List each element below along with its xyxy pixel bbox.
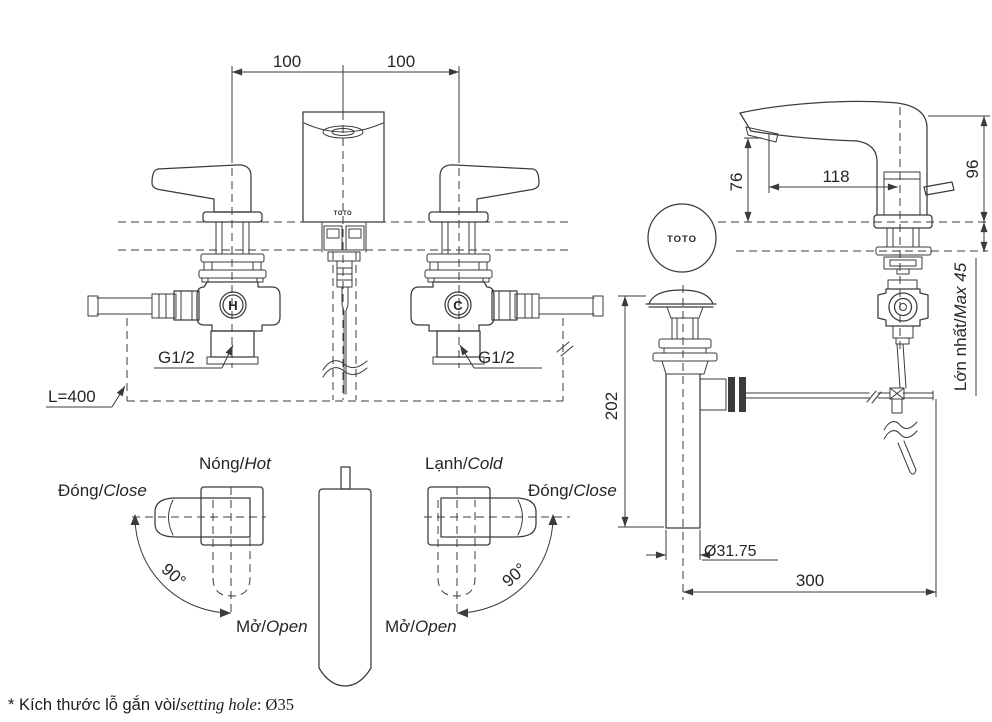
dim-100-left-label: 100	[273, 52, 301, 71]
faucet-side	[739, 100, 955, 475]
setting-hole-footnote: * Kích thước lỗ gắn vòi/setting hole: Ø3…	[8, 695, 294, 715]
left-handle-assembly: H	[87, 164, 281, 365]
dim-202-label: 202	[602, 392, 621, 420]
thread-label-left: G1/2	[154, 344, 234, 369]
dim-300-label: 300	[796, 571, 824, 590]
dim-100-right-label: 100	[387, 52, 415, 71]
dim-100-pair: 100 100	[231, 52, 460, 163]
side-view: TOTO 202	[602, 100, 990, 600]
dim-76: 76	[727, 137, 762, 222]
dim-diameter-label: Ø31.75	[704, 543, 757, 560]
cold-marker: C	[453, 298, 463, 313]
footnote-english: setting hole	[180, 695, 257, 714]
spout-column	[318, 466, 372, 687]
angle-label-right: 90°	[498, 559, 530, 590]
lift-rod	[745, 390, 934, 404]
installation-zone: L=400	[46, 318, 574, 408]
spout-front: TOTO	[302, 111, 385, 400]
hose-length-label: L=400	[48, 387, 96, 406]
brand-mark-spout: TOTO	[334, 211, 352, 217]
dim-300: 300	[683, 399, 937, 597]
dim-96-label: 96	[963, 160, 982, 179]
dim-118: 118	[768, 134, 898, 193]
center-supply	[321, 221, 368, 400]
hot-marker: H	[228, 298, 237, 313]
thread-label-right: G1/2	[459, 344, 542, 369]
brand-mark-escutcheon: TOTO	[667, 234, 697, 245]
right-handle-assembly: C	[410, 164, 604, 365]
handle-centerlines	[231, 168, 460, 368]
dim-118-label: 118	[822, 167, 849, 186]
handle-operation-left: Nóng/Hot Đóng/Close Mở/Open 90°	[58, 454, 308, 636]
dim-202: 202	[602, 295, 664, 528]
dim-diameter: Ø31.75	[646, 530, 778, 561]
dim-max45: Lớn nhất/Max 45	[951, 222, 988, 396]
hot-label: Nóng/Hot	[199, 454, 272, 473]
g12-left-label: G1/2	[158, 348, 195, 367]
close-label-left: Đóng/Close	[58, 481, 147, 500]
dim-max45-label: Lớn nhất/Max 45	[951, 262, 970, 391]
dim-96: 96	[928, 115, 990, 222]
open-label-left: Mở/Open	[236, 617, 308, 636]
front-view: 100 100 TOTO H C	[46, 52, 604, 408]
dim-76-label: 76	[727, 173, 746, 192]
open-label-right: Mở/Open	[385, 617, 457, 636]
pop-up-drain	[645, 285, 746, 600]
deck-lines-side	[718, 221, 988, 252]
footnote-size: : Ø35	[256, 695, 294, 714]
footnote-vietnamese: * Kích thước lỗ gắn vòi/	[8, 696, 181, 714]
close-label-right: Đóng/Close	[528, 481, 617, 500]
angle-label-left: 90°	[158, 559, 190, 590]
g12-right-label: G1/2	[478, 348, 515, 367]
handle-operation-right: Lạnh/Cold Đóng/Close Mở/Open 90°	[385, 454, 617, 636]
cold-label: Lạnh/Cold	[425, 454, 503, 473]
escutcheon-top-view: TOTO	[647, 203, 717, 273]
